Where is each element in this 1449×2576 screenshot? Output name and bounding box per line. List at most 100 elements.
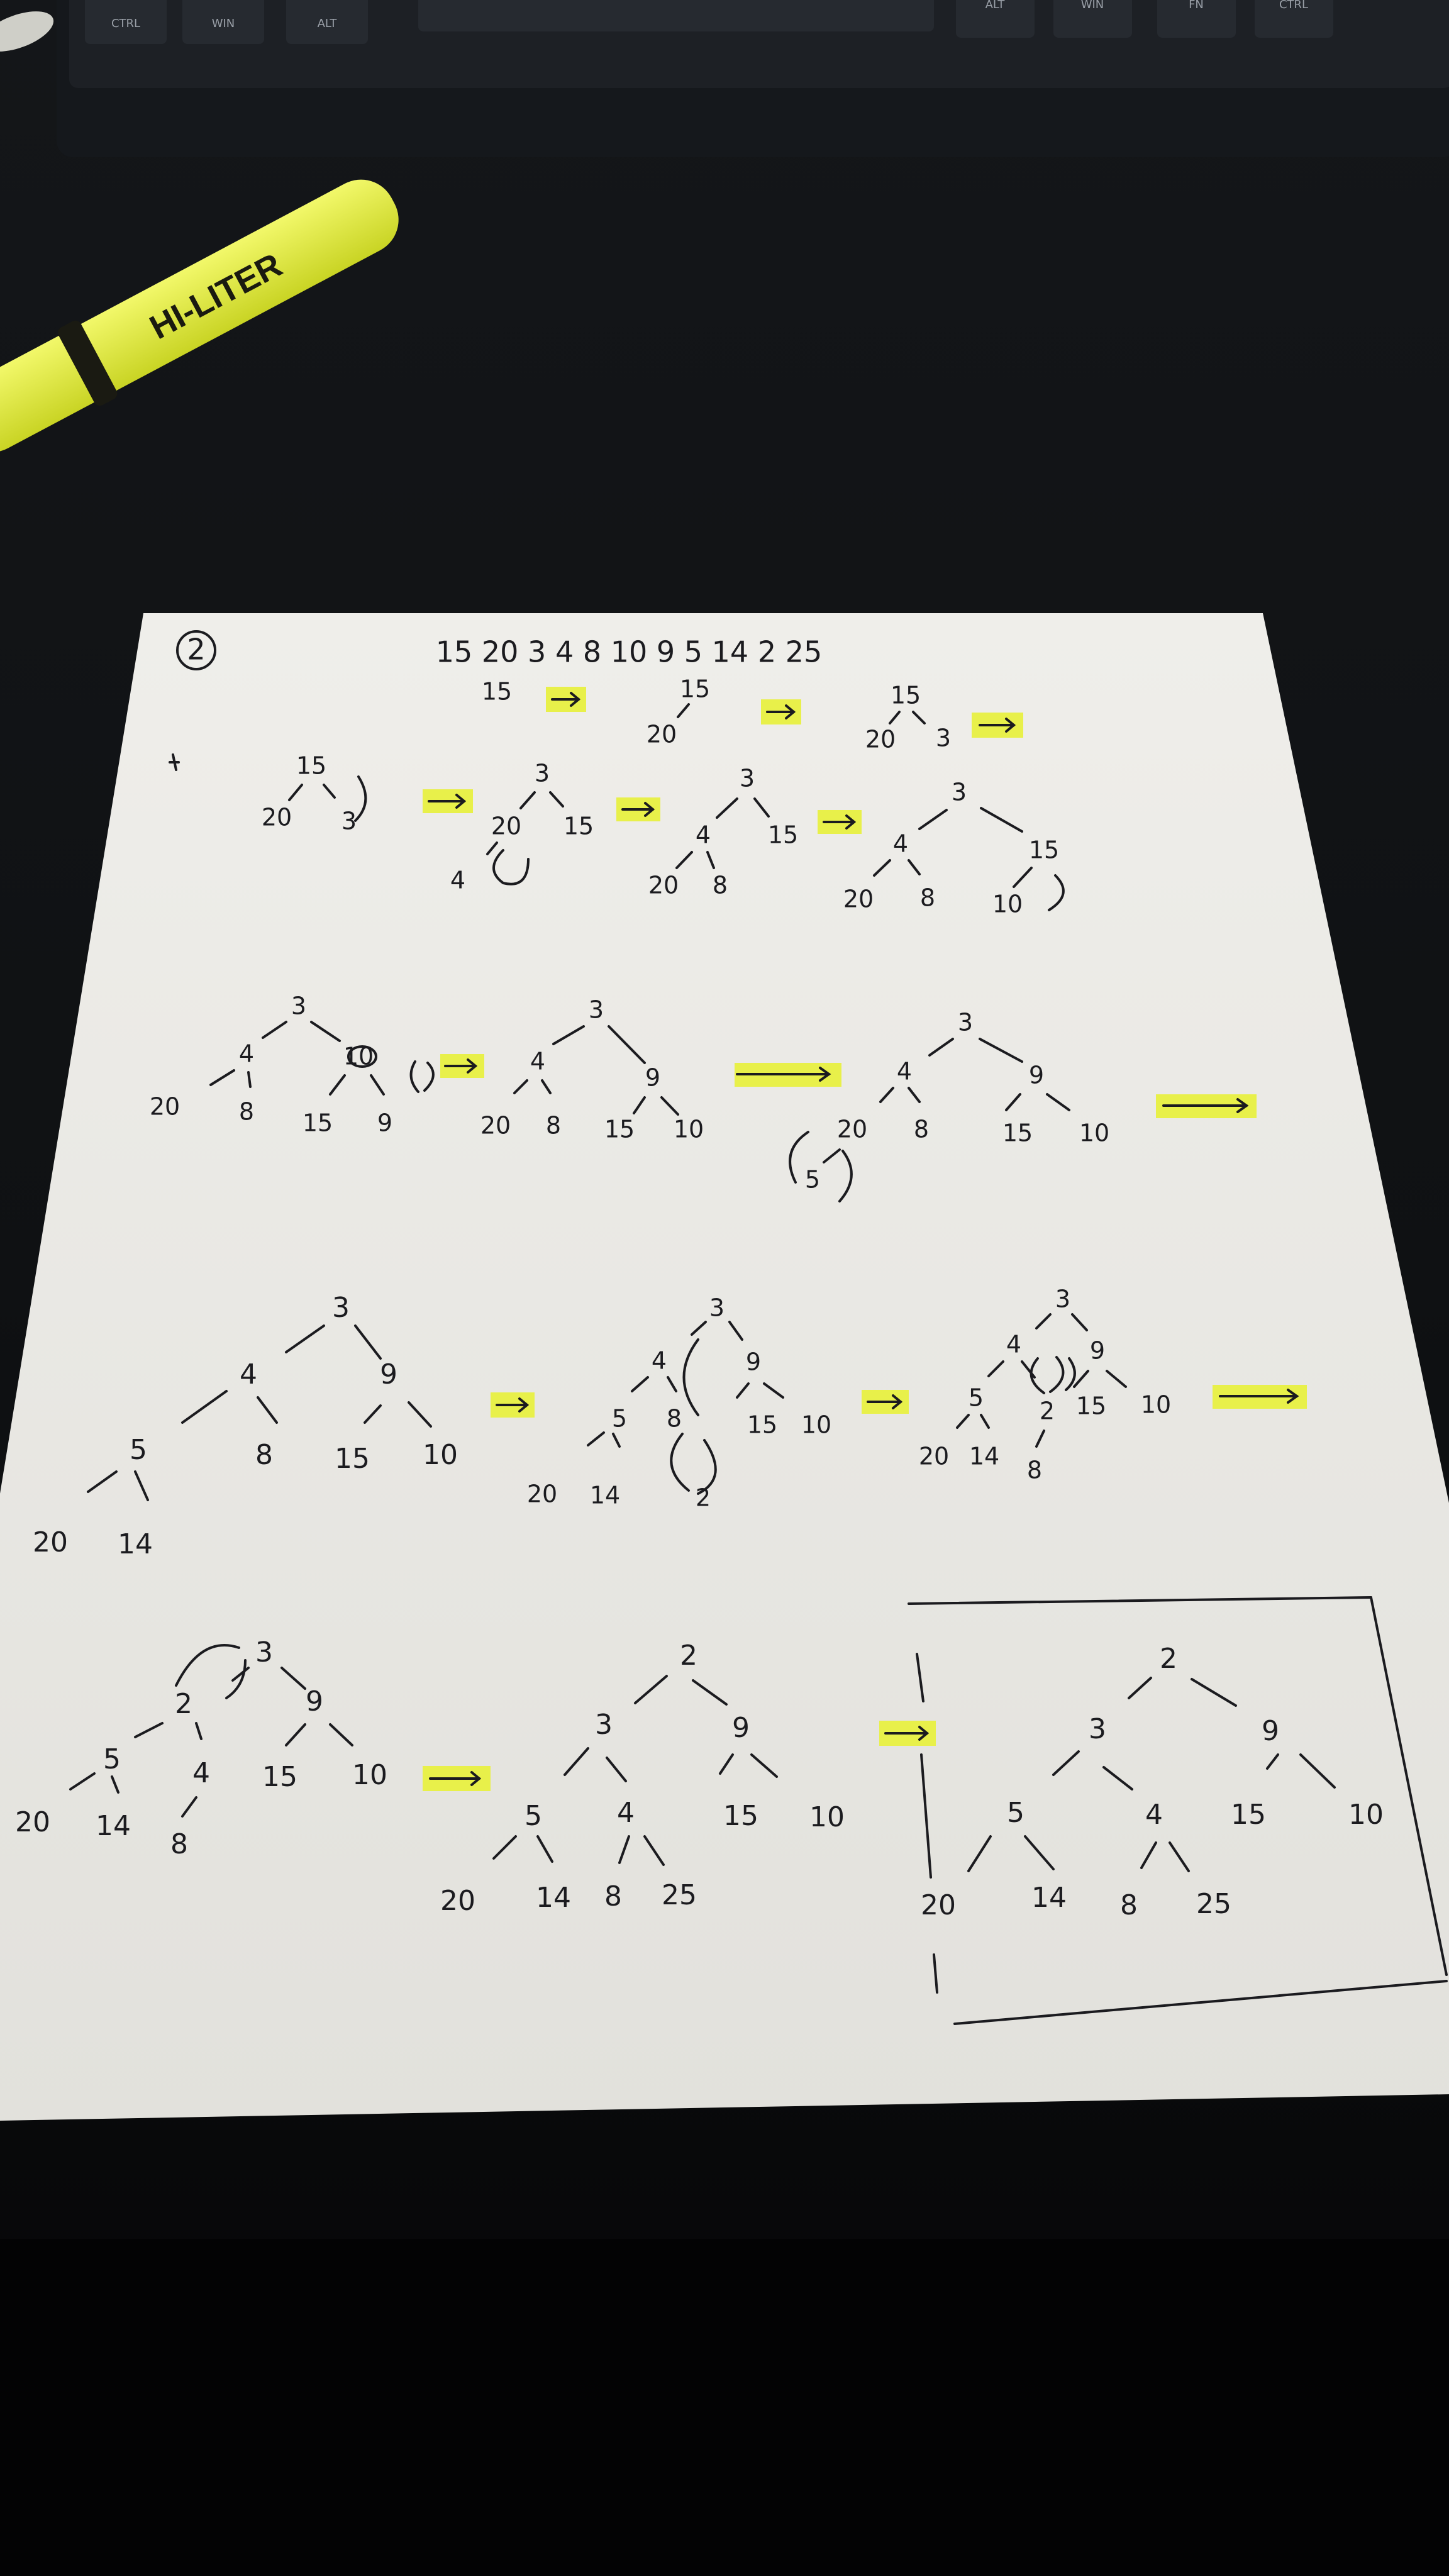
node: 15 — [296, 752, 326, 780]
node: 20 — [491, 813, 521, 840]
node: 20 — [440, 1885, 475, 1917]
node: 8 — [255, 1439, 273, 1471]
arrow-icon — [496, 1397, 530, 1413]
node: 25 — [662, 1879, 697, 1911]
key-label: FN — [1189, 0, 1204, 11]
node: 10 — [992, 891, 1023, 918]
node: 2 — [175, 1688, 192, 1720]
node: 14 — [1031, 1882, 1067, 1914]
node: 20 — [15, 1806, 50, 1838]
node: 15 — [1002, 1119, 1033, 1147]
node: 4 — [530, 1048, 545, 1075]
node: 14 — [590, 1482, 620, 1509]
node: 9 — [746, 1348, 761, 1376]
arrow-icon — [428, 794, 467, 809]
pen-cap — [0, 11, 54, 52]
problem-number-circle — [176, 630, 216, 670]
arrow-icon — [1162, 1098, 1249, 1113]
node: 10 — [809, 1801, 845, 1833]
node: 9 — [645, 1064, 660, 1092]
node: 15 — [891, 682, 921, 709]
node: 20 — [647, 721, 677, 748]
node: 4 — [617, 1797, 635, 1829]
node: 4 — [239, 1040, 254, 1068]
node: 10 — [1079, 1119, 1109, 1147]
node: 3 — [1089, 1713, 1106, 1745]
node: 5 — [1007, 1797, 1024, 1829]
node: 10 — [1348, 1799, 1384, 1831]
node: 4 — [893, 830, 908, 858]
arrow-icon — [551, 692, 581, 707]
node: 25 — [1196, 1888, 1231, 1920]
node: 4 — [1006, 1331, 1021, 1358]
node: 3 — [1055, 1285, 1070, 1313]
node: 15 — [335, 1443, 370, 1475]
node: 9 — [1090, 1337, 1105, 1365]
node: 15 — [723, 1800, 758, 1832]
node: 20 — [480, 1112, 511, 1140]
key-label: WIN — [1081, 0, 1104, 11]
node: 14 — [118, 1528, 153, 1560]
key-label: ALT — [985, 0, 1006, 11]
node: 20 — [865, 726, 896, 753]
problem-number: 2 — [187, 633, 205, 667]
node: 9 — [1262, 1715, 1279, 1747]
node: 14 — [969, 1443, 999, 1470]
key-label: WIN — [212, 17, 235, 30]
node: 20 — [919, 1443, 949, 1470]
node: 9 — [306, 1685, 323, 1718]
node: 10 — [674, 1116, 704, 1143]
node: 3 — [341, 808, 357, 835]
node: 8 — [239, 1098, 254, 1126]
node: 20 — [150, 1093, 180, 1121]
arrow-icon — [867, 1394, 903, 1409]
node: 8 — [1120, 1889, 1138, 1921]
node: 5 — [612, 1405, 627, 1433]
node: 8 — [604, 1880, 622, 1913]
keyboard-keys: CTRL WIN ALT ALT WIN FN CTRL — [85, 0, 1333, 44]
node: 15 — [680, 675, 710, 703]
node: 15 — [747, 1411, 777, 1439]
node: 3 — [952, 779, 967, 806]
input-sequence: 15 20 3 4 8 10 9 5 14 2 25 — [436, 635, 823, 669]
arrow-icon — [429, 1771, 482, 1786]
node: 3 — [936, 724, 951, 752]
node: 10 — [423, 1439, 458, 1471]
node: 3 — [709, 1294, 724, 1322]
desk-edge-shadow — [0, 2239, 1449, 2576]
node: 5 — [805, 1166, 820, 1194]
node: 3 — [255, 1636, 273, 1668]
node: 20 — [527, 1480, 557, 1508]
node: 3 — [535, 760, 550, 787]
node: 4 — [652, 1347, 667, 1375]
node: 14 — [536, 1882, 571, 1914]
node: 9 — [1029, 1062, 1044, 1089]
arrow-icon — [444, 1058, 478, 1074]
arrow-icon — [979, 718, 1016, 733]
node: 5 — [130, 1434, 147, 1466]
node: 20 — [33, 1526, 68, 1558]
handwritten-notes: 2 15 20 3 4 8 10 9 5 14 2 25 15 15 20 15… — [15, 630, 1448, 2025]
key-label: CTRL — [111, 17, 140, 30]
node: 4 — [696, 821, 711, 849]
arrow-icon — [766, 704, 796, 719]
node: 15 — [262, 1761, 297, 1793]
node: 3 — [958, 1009, 973, 1036]
arrow-icon — [736, 1067, 831, 1082]
node: 3 — [740, 765, 755, 792]
node: 20 — [837, 1116, 867, 1143]
node: 8 — [1027, 1457, 1042, 1484]
node: 2 — [680, 1640, 697, 1672]
arrow-icon — [621, 802, 655, 817]
node: 3 — [332, 1292, 350, 1324]
arrow-icon — [823, 814, 857, 830]
node: 8 — [667, 1405, 682, 1433]
node: 5 — [525, 1800, 542, 1832]
paper-sheet — [0, 613, 1449, 2121]
node: 5 — [103, 1743, 121, 1775]
node: 8 — [920, 884, 935, 912]
key-label: CTRL — [1279, 0, 1308, 11]
node: 10 — [352, 1759, 387, 1791]
node: 15 — [564, 813, 594, 840]
node: 8 — [546, 1112, 561, 1140]
